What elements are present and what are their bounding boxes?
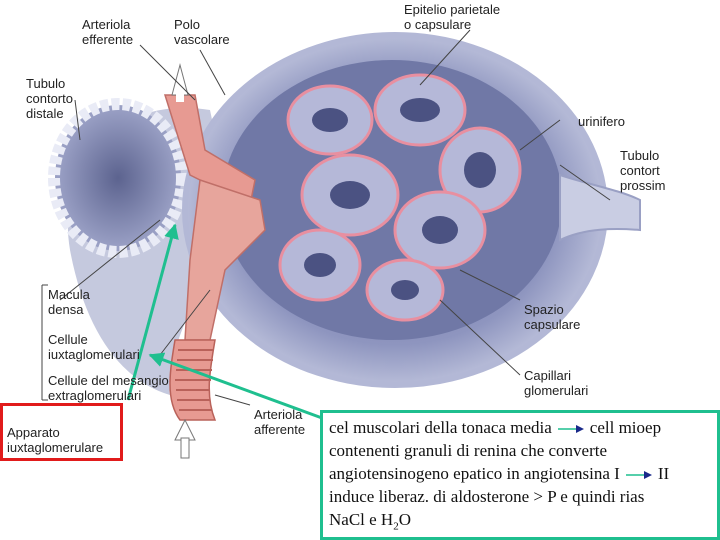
label-arteriola-efferente: Arteriola efferente: [82, 17, 134, 47]
leader-lines: [41, 29, 611, 406]
label-tubulo-prossimale: Tubulo contort prossim: [620, 148, 666, 193]
efferent-flow-shaft: [176, 92, 184, 102]
note-line-1-end: cell mioep: [589, 418, 662, 437]
distal-tubule-epithelium: [48, 98, 188, 258]
label-cellule-mesangio: Cellule del mesangio extraglomerulari: [48, 373, 169, 403]
label-capillari-glomerulari: Capillari glomerulari: [524, 368, 589, 398]
explanatory-note: cel muscolari della tonaca media cell mio…: [320, 410, 720, 540]
note-line-3: angiotensinogeno epatico in angiotensina…: [329, 464, 669, 484]
proximal-tubule: [559, 173, 641, 242]
teal-arrow-macula: [126, 223, 179, 401]
note-line-3-end: II: [657, 464, 670, 483]
label-epitelio: Epitelio parietale o capsulare: [404, 2, 501, 32]
teal-arrow-iuxta: [148, 352, 323, 420]
label-spazio-capsulare: Spazio capsulare: [524, 302, 581, 332]
label-tubulo-distale: Tubulo contorto distale: [26, 76, 73, 121]
label-macula-densa: Macula densa: [48, 287, 90, 317]
right-arrow-icon: [625, 471, 652, 480]
right-arrow-icon: [557, 425, 584, 434]
afferent-arteriole: [184, 178, 266, 341]
note-line-5: NaCl e H2O: [329, 510, 411, 536]
note-line-5-end: O: [398, 510, 411, 529]
note-line-2: contenenti granuli di renina che convert…: [329, 441, 608, 460]
note-line-4: induce liberaz. di aldosterone > P e qui…: [329, 487, 645, 506]
apparato-highlight-box: Apparato iuxtaglomerulare: [0, 403, 123, 461]
label-urinifero: urinifero: [578, 114, 625, 129]
note-subscript: 2: [393, 520, 399, 533]
note-line-3-start: angiotensinogeno epatico in angiotensina…: [329, 464, 620, 483]
note-line-1-start: cel muscolari della tonaca media: [329, 418, 552, 437]
label-arteriola-afferente: Arteriola afferente: [254, 407, 306, 437]
note-line-1: cel muscolari della tonaca media cell mio…: [329, 418, 661, 438]
afferent-flow-arrow: [174, 418, 196, 441]
label-cellule-iuxtaglomerulari: Cellule iuxtaglomerulari: [48, 332, 140, 362]
afferent-rings: [175, 349, 214, 411]
afferent-flow-shaft: [180, 437, 190, 459]
capillary-lumens: [304, 98, 496, 300]
note-line-5-start: NaCl e H: [329, 510, 394, 529]
label-polo-vascolare: Polo vascolare: [174, 17, 230, 47]
label-apparato: Apparato iuxtaglomerulare: [7, 425, 104, 455]
efferent-arteriole: [163, 94, 256, 207]
